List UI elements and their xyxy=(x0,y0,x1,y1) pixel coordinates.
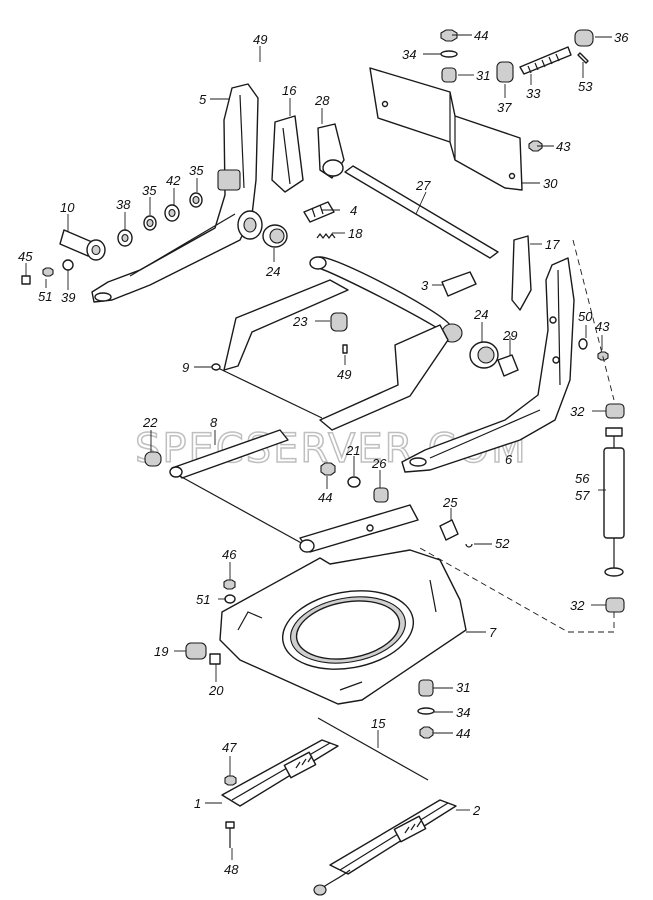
callout-16: 16 xyxy=(282,83,297,98)
part-24-bushing-lower xyxy=(469,341,499,369)
callout-42: 42 xyxy=(166,173,181,188)
shock-absorber xyxy=(603,403,625,613)
callout-32: 32 xyxy=(570,598,585,613)
callout-8: 8 xyxy=(210,415,218,430)
callout-24: 24 xyxy=(265,264,280,279)
callout-57: 57 xyxy=(575,488,590,503)
callout-31: 31 xyxy=(456,680,470,695)
callout-51: 51 xyxy=(38,289,52,304)
callout-labels: 49 44 36 34 31 53 37 33 5 16 28 43 30 27… xyxy=(18,28,629,877)
part-29-insert xyxy=(497,354,519,377)
top-right-hardware xyxy=(440,29,594,152)
part-30-rear-plate xyxy=(369,67,523,191)
callout-49: 49 xyxy=(337,367,351,382)
callout-39: 39 xyxy=(61,290,75,305)
callout-15: 15 xyxy=(371,716,386,731)
callout-34: 34 xyxy=(456,705,470,720)
callout-23: 23 xyxy=(292,314,308,329)
part-7-swivel-base xyxy=(219,549,467,705)
part-9-swing-frame xyxy=(211,256,463,431)
part-3-bracket xyxy=(441,271,477,297)
callout-22: 22 xyxy=(142,415,158,430)
callout-37: 37 xyxy=(497,100,512,115)
mid-small-hardware xyxy=(320,462,473,548)
callout-48: 48 xyxy=(224,862,239,877)
callout-45: 45 xyxy=(18,249,33,264)
callout-44: 44 xyxy=(474,28,488,43)
callout-26: 26 xyxy=(371,456,387,471)
part-6-right-bracket xyxy=(401,257,575,473)
part-24-bushing-upper xyxy=(262,224,288,248)
callout-44: 44 xyxy=(456,726,470,741)
parts-19-20 xyxy=(185,642,221,665)
callout-21: 21 xyxy=(345,443,360,458)
callout-4: 4 xyxy=(350,203,357,218)
callout-34: 34 xyxy=(402,47,416,62)
callout-51: 51 xyxy=(196,592,210,607)
rail-fasteners xyxy=(224,775,237,848)
callout-36: 36 xyxy=(614,30,629,45)
callout-7: 7 xyxy=(489,625,497,640)
callout-44: 44 xyxy=(318,490,332,505)
callout-2: 2 xyxy=(472,803,481,818)
base-right-hardware xyxy=(417,679,435,739)
callout-10: 10 xyxy=(60,200,75,215)
part-22-roller xyxy=(144,451,162,467)
callout-29: 29 xyxy=(502,328,517,343)
callout-30: 30 xyxy=(543,176,558,191)
part-10-pin xyxy=(59,229,106,261)
callout-27: 27 xyxy=(415,178,431,193)
callout-53: 53 xyxy=(578,79,593,94)
callout-46: 46 xyxy=(222,547,237,562)
callout-3: 3 xyxy=(421,278,429,293)
part-1-slide-rail xyxy=(221,739,339,807)
callout-56: 56 xyxy=(575,471,590,486)
callout-17: 17 xyxy=(545,237,560,252)
callout-1: 1 xyxy=(194,796,201,811)
callout-6: 6 xyxy=(505,452,513,467)
assembly-guide-lines xyxy=(419,239,615,633)
callout-38: 38 xyxy=(116,197,131,212)
part-23-pad xyxy=(330,312,348,354)
callout-50: 50 xyxy=(578,309,593,324)
callout-35: 35 xyxy=(142,183,157,198)
callout-47: 47 xyxy=(222,740,237,755)
callout-28: 28 xyxy=(314,93,330,108)
base-left-fasteners xyxy=(223,579,236,604)
callout-18: 18 xyxy=(348,226,363,241)
part-17-guide xyxy=(511,235,532,311)
callout-9: 9 xyxy=(182,360,189,375)
callout-5: 5 xyxy=(199,92,207,107)
leader-lines xyxy=(25,34,612,860)
callout-52: 52 xyxy=(495,536,510,551)
right-small-fasteners xyxy=(578,338,609,361)
callout-43: 43 xyxy=(556,139,571,154)
callout-24: 24 xyxy=(473,307,488,322)
callout-43: 43 xyxy=(595,319,610,334)
callout-19: 19 xyxy=(154,644,168,659)
part-15-rod xyxy=(317,717,429,781)
callout-25: 25 xyxy=(442,495,458,510)
washer-stack xyxy=(117,192,203,247)
part-8-lower-frame xyxy=(169,429,419,553)
part-2-slide-rail xyxy=(313,799,457,896)
callout-49: 49 xyxy=(253,32,267,47)
callout-33: 33 xyxy=(526,86,541,101)
callout-35: 35 xyxy=(189,163,204,178)
callout-20: 20 xyxy=(208,683,224,698)
upper-mid-components xyxy=(271,115,345,239)
callout-32: 32 xyxy=(570,404,585,419)
part-5-left-bracket xyxy=(91,83,263,303)
left-small-fasteners xyxy=(21,259,74,285)
callout-31: 31 xyxy=(476,68,490,83)
part-27-flat-bar xyxy=(344,165,499,259)
